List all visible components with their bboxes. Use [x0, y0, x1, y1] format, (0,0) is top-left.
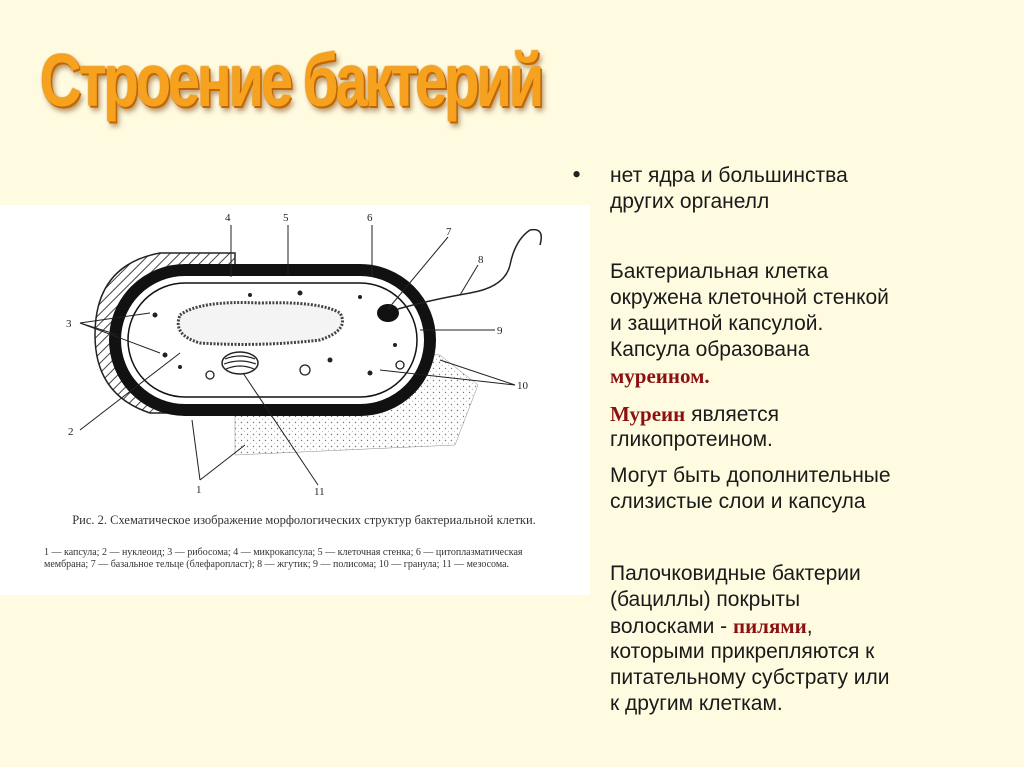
text-line: волосками - пилями, [610, 614, 813, 639]
nucleoid-shape [176, 301, 344, 346]
text-fragment: является [685, 403, 779, 426]
label-3: 3 [66, 318, 72, 330]
text-fragment: волосками - [610, 615, 733, 638]
label-11: 11 [314, 486, 325, 498]
label-5: 5 [283, 212, 289, 224]
term-murein: муреином. [610, 364, 710, 388]
text-line: Бактериальная клетка [610, 260, 829, 283]
bacteria-diagram: 4 5 6 7 8 3 9 10 2 1 11 Рис. 2. Схематич… [0, 205, 590, 595]
text-line: Палочковидные бактерии [610, 562, 861, 585]
flagellum-shape [397, 228, 542, 310]
text-line: к другим клеткам. [610, 692, 783, 715]
label-1: 1 [196, 484, 202, 496]
text-line: Могут быть дополнительные [610, 464, 891, 487]
text-line: окружена клеточной стенкой [610, 286, 889, 309]
text-line: слизистые слои и капсула [610, 490, 866, 513]
label-6: 6 [367, 212, 373, 224]
term-murein-2: Муреин [610, 402, 686, 426]
label-2: 2 [68, 426, 74, 438]
ribosomes [152, 290, 397, 376]
text-line: (бациллы) покрыты [610, 588, 801, 611]
text-fragment: , [806, 615, 813, 638]
bullet-marker: • [572, 160, 582, 189]
text-line: питательному субстрату или [610, 666, 890, 689]
text-line: которыми прикрепляются к [610, 640, 875, 663]
label-10: 10 [517, 380, 529, 392]
label-7: 7 [446, 226, 452, 238]
text-line: Муреин является [610, 402, 779, 427]
text-line: муреином. [610, 364, 710, 389]
text-line: Капсула образована [610, 338, 810, 361]
figure-caption: Рис. 2. Схематическое изображение морфол… [72, 513, 536, 527]
bacteria-cell-drawing: 4 5 6 7 8 3 9 10 2 1 11 [66, 212, 542, 498]
label-8: 8 [478, 254, 484, 266]
slide-title: Строение бактерий [40, 39, 544, 122]
text-line: других органелл [610, 190, 770, 213]
text-line: гликопротеином. [610, 428, 773, 451]
text-line: нет ядра и большинства [610, 164, 848, 187]
label-9: 9 [497, 325, 503, 337]
term-pili: пилями [732, 614, 807, 638]
basal-body-shape [377, 304, 399, 322]
granules [205, 360, 405, 380]
mesosome-shape [221, 351, 259, 375]
figure-legend: 1 — капсула; 2 — нуклеоид; 3 — рибосома;… [44, 547, 523, 570]
label-4: 4 [225, 212, 231, 224]
text-line: и защитной капсулой. [610, 312, 824, 335]
